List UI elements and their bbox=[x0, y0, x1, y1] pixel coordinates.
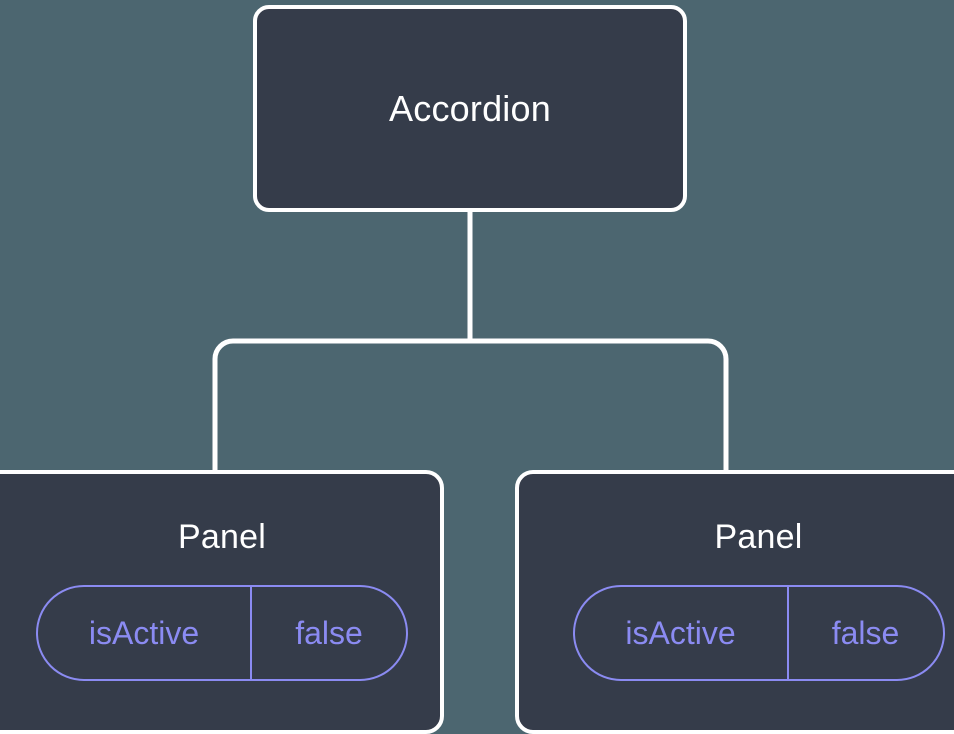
node-panel-1[interactable]: Panel isActive false bbox=[0, 470, 444, 734]
edge-accordion-to-panel-right bbox=[470, 338, 729, 470]
node-panel-1-label: Panel bbox=[178, 518, 266, 556]
node-panel-2-prop-value: false bbox=[831, 615, 900, 652]
node-panel-1-prop-badge[interactable]: isActive false bbox=[36, 585, 408, 682]
node-panel-1-content: Panel isActive false bbox=[0, 474, 444, 682]
edge-accordion-to-panel-left bbox=[212, 338, 470, 470]
node-panel-2-prop-key: isActive bbox=[575, 587, 789, 680]
node-panel-1-prop-value: false bbox=[295, 615, 363, 652]
node-panel-1-prop-key: isActive bbox=[38, 587, 252, 680]
node-panel-2[interactable]: Panel isActive false bbox=[515, 470, 954, 734]
node-accordion-label: Accordion bbox=[389, 87, 551, 129]
node-panel-2-prop-badge[interactable]: isActive false bbox=[572, 585, 945, 682]
node-accordion[interactable]: Accordion bbox=[253, 5, 687, 212]
node-panel-2-label: Panel bbox=[714, 518, 803, 556]
node-panel-2-content: Panel isActive false bbox=[537, 474, 954, 682]
